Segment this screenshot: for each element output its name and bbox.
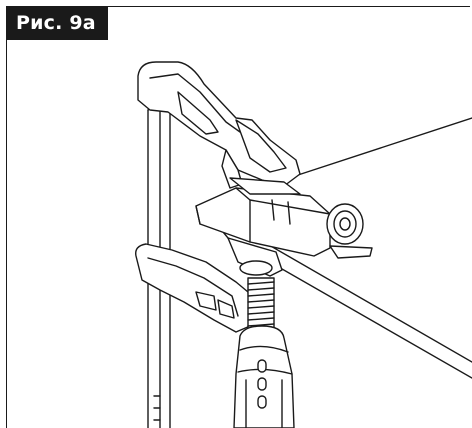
clamp-handle xyxy=(233,325,295,428)
upper-jaw-arm xyxy=(137,61,301,189)
figure-frame xyxy=(6,6,470,428)
threaded-spindle xyxy=(247,277,275,335)
lower-jaw-arm xyxy=(135,243,251,333)
lower-pad xyxy=(227,237,283,277)
rail-scale-marks xyxy=(153,395,161,421)
upper-pad-block xyxy=(195,177,373,259)
figure-label: Рис. 9a xyxy=(6,6,108,40)
callout-leader-line xyxy=(297,117,472,176)
